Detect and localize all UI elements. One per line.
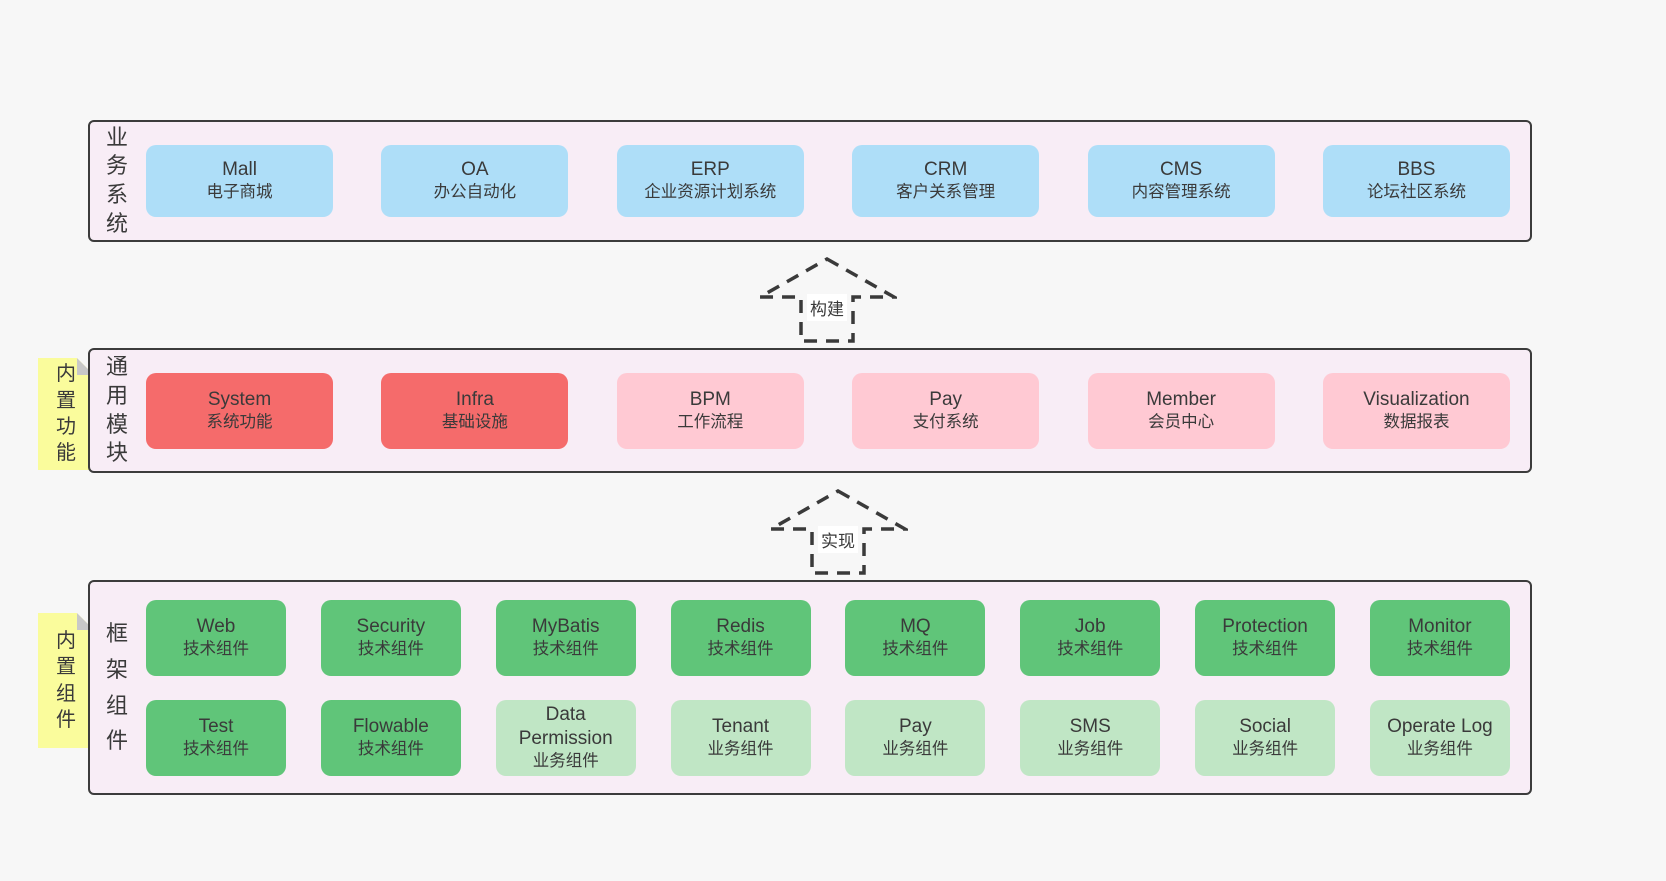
box-bbs: BBS 论坛社区系统 <box>1322 145 1510 217</box>
box-system: System 系统功能 <box>146 372 333 449</box>
panel-framework-components: 框架组件 Web 技术组件 Security 技术组件 MyBatis 技术组件… <box>88 580 1532 795</box>
box-member: Member 会员中心 <box>1087 372 1275 449</box>
box-visualization: Visualization 数据报表 <box>1322 372 1510 449</box>
component-box-row-1: Web 技术组件 Security 技术组件 MyBatis 技术组件 Redi… <box>146 599 1510 676</box>
box-protection: Protection 技术组件 <box>1195 599 1336 676</box>
box-pay-module: Pay 支付系统 <box>852 372 1040 449</box>
component-box-row-2: Test 技术组件 Flowable 技术组件 Data Permission … <box>146 699 1510 776</box>
arrow-implement: 实现 <box>768 488 908 576</box>
panel-common-modules: 通用模块 System 系统功能 Infra 基础设施 BPM 工作流程 Pay… <box>88 348 1532 473</box>
box-oa: OA 办公自动化 <box>381 145 569 217</box>
box-mq: MQ 技术组件 <box>845 599 986 676</box>
box-operate-log: Operate Log 业务组件 <box>1369 699 1510 776</box>
business-box-row: Mall 电子商城 OA 办公自动化 ERP 企业资源计划系统 CRM 客户关系… <box>146 145 1510 217</box>
arrow-implement-label: 实现 <box>818 526 858 553</box>
block-arrow-up-icon <box>768 488 908 575</box>
panel-label-common-modules: 通用模块 <box>105 354 128 466</box>
box-mybatis: MyBatis 技术组件 <box>495 599 636 676</box>
module-boxes: System 系统功能 Infra 基础设施 BPM 工作流程 Pay 支付系统… <box>146 372 1510 449</box>
box-crm: CRM 客户关系管理 <box>852 145 1040 217</box>
panel-label-framework-components: 框架组件 <box>105 621 128 754</box>
panel-business-systems: 业务系统 Mall 电子商城 OA 办公自动化 ERP 企业资源计划系统 CRM… <box>88 120 1532 242</box>
business-boxes: Mall 电子商城 OA 办公自动化 ERP 企业资源计划系统 CRM 客户关系… <box>146 145 1510 217</box>
box-bpm: BPM 工作流程 <box>616 372 804 449</box>
box-test: Test 技术组件 <box>146 699 286 776</box>
arrow-build-label: 构建 <box>807 294 847 321</box>
box-infra: Infra 基础设施 <box>381 372 569 449</box>
box-erp: ERP 企业资源计划系统 <box>616 145 804 217</box>
sticky-note-built-in-functions: 内置功能 <box>38 358 94 470</box>
box-mall: Mall 电子商城 <box>146 145 333 217</box>
box-web: Web 技术组件 <box>146 599 286 676</box>
box-tenant: Tenant 业务组件 <box>670 699 811 776</box>
component-boxes: Web 技术组件 Security 技术组件 MyBatis 技术组件 Redi… <box>146 599 1510 776</box>
box-security: Security 技术组件 <box>320 599 461 676</box>
sticky-note-built-in-components: 内置组件 <box>38 613 94 748</box>
panel-label-business-systems: 业务系统 <box>105 124 128 236</box>
box-pay-component: Pay 业务组件 <box>845 699 986 776</box>
arrow-build: 构建 <box>757 256 897 344</box>
box-data-permission: Data Permission 业务组件 <box>495 699 636 776</box>
box-social: Social 业务组件 <box>1195 699 1336 776</box>
box-sms: SMS 业务组件 <box>1020 699 1161 776</box>
box-flowable: Flowable 技术组件 <box>320 699 461 776</box>
box-job: Job 技术组件 <box>1020 599 1161 676</box>
module-box-row: System 系统功能 Infra 基础设施 BPM 工作流程 Pay 支付系统… <box>146 372 1510 449</box>
box-monitor: Monitor 技术组件 <box>1369 599 1510 676</box>
block-arrow-up-icon <box>757 256 897 343</box>
box-redis: Redis 技术组件 <box>670 599 811 676</box>
box-cms: CMS 内容管理系统 <box>1087 145 1275 217</box>
